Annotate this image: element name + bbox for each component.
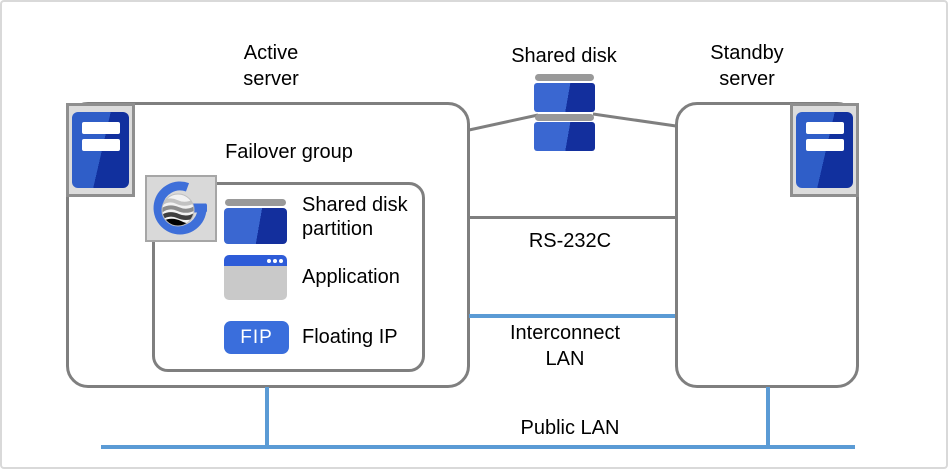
disk-cap [535, 114, 594, 121]
shared-disk-label: Shared disk [511, 45, 617, 67]
shared-disk-icon [534, 74, 595, 152]
disk-cap [225, 199, 286, 206]
standby-server-icon [790, 103, 859, 197]
server-slot [806, 122, 844, 134]
shared-disk-partition-icon [224, 199, 287, 244]
window-dot [279, 259, 283, 263]
disk-unit [224, 208, 287, 244]
server-tower [796, 112, 853, 188]
active-server-label: Active server [243, 42, 299, 90]
disk-link-standby-line [592, 112, 677, 128]
logo-g-ring [153, 181, 207, 235]
expresscluster-logo [145, 175, 217, 242]
rs232c-label: RS-232C [528, 230, 612, 252]
disk-unit [534, 83, 595, 112]
standby-server-label: Standby server [710, 42, 784, 90]
server-slot [82, 139, 120, 151]
window-dot [273, 259, 277, 263]
public-lan-label: Public LAN [520, 417, 620, 439]
active-server-icon [66, 103, 135, 197]
server-slot [82, 122, 120, 134]
rs232c-line [469, 216, 675, 219]
application-label: Application [302, 266, 400, 288]
failover-group-label: Failover group [225, 141, 353, 163]
floating-ip-badge: FIP [224, 321, 289, 354]
shared-disk-partition-label: Shared disk partition [302, 194, 408, 240]
expresscluster-g-icon [153, 181, 207, 235]
disk-cap [535, 74, 594, 81]
window-body [224, 266, 287, 300]
public-lan-line [101, 445, 855, 449]
disk-link-active-line [468, 113, 539, 132]
window-dot [267, 259, 271, 263]
floating-ip-label: Floating IP [302, 326, 398, 348]
disk-unit [534, 122, 595, 151]
public-lan-drop-standby [766, 387, 770, 445]
public-lan-drop-active [265, 387, 269, 445]
application-window-icon [224, 255, 287, 300]
window-titlebar [224, 255, 287, 266]
server-tower [72, 112, 129, 188]
interconnect-lan-label: Interconnect LAN [509, 322, 621, 370]
server-slot [806, 139, 844, 151]
interconnect-lan-line [469, 314, 675, 318]
